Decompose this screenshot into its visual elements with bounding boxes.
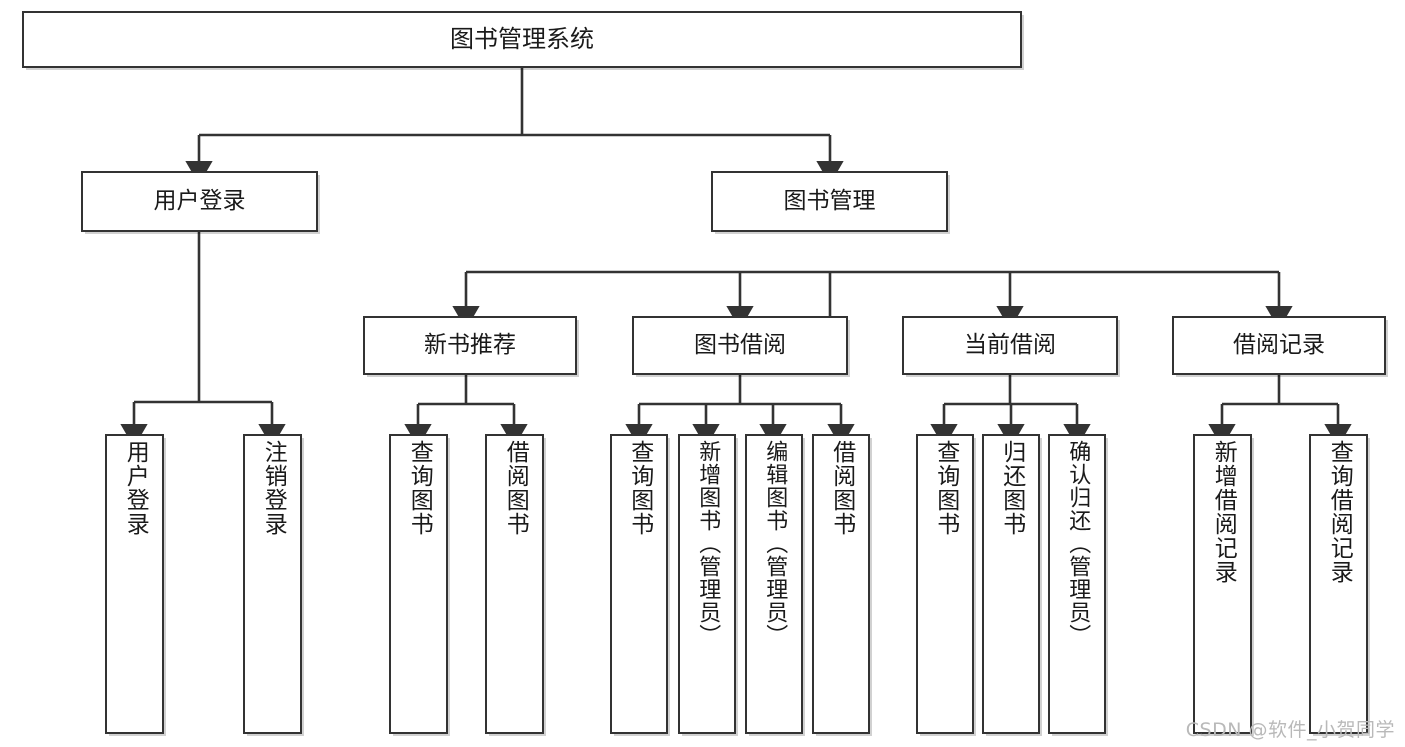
leaf-user-login-logout[interactable]: 注销登录: [243, 434, 302, 734]
leaf-new-book-borrow-books[interactable]: 借阅图书: [485, 434, 544, 734]
node-root-book-management-system[interactable]: 图书管理系统: [22, 11, 1022, 68]
node-label: 新书推荐: [424, 332, 516, 359]
leaf-new-book-query-books[interactable]: 查询图书: [389, 434, 448, 734]
node-label: 查询图书: [932, 440, 959, 536]
node-label: 用户登录: [153, 188, 246, 215]
leaf-borrow-record-add-record[interactable]: 新增借阅记录: [1193, 434, 1252, 734]
node-label: 查询图书: [406, 440, 433, 536]
node-label: 归还图书: [998, 440, 1025, 536]
node-label: 编辑图书（管理员）: [762, 440, 788, 647]
node-book-borrow[interactable]: 图书借阅: [632, 316, 848, 375]
node-label: 图书管理: [783, 188, 876, 215]
leaf-borrow-record-query-record[interactable]: 查询借阅记录: [1309, 434, 1368, 734]
node-label: 当前借阅: [964, 332, 1056, 359]
leaf-current-borrow-return-books[interactable]: 归还图书: [982, 434, 1040, 734]
node-book-management[interactable]: 图书管理: [711, 171, 948, 232]
node-label: 借阅图书: [828, 440, 855, 536]
node-user-login[interactable]: 用户登录: [81, 171, 318, 232]
node-label: 查询借阅记录: [1326, 440, 1353, 584]
node-borrow-record[interactable]: 借阅记录: [1172, 316, 1386, 375]
leaf-user-login-login[interactable]: 用户登录: [105, 434, 164, 734]
node-new-book-recommend[interactable]: 新书推荐: [363, 316, 577, 375]
node-label: 新增借阅记录: [1210, 440, 1237, 584]
node-label: 图书借阅: [694, 332, 786, 359]
node-label: 查询图书: [626, 440, 653, 536]
leaf-book-borrow-edit-book-admin[interactable]: 编辑图书（管理员）: [745, 434, 803, 734]
node-label: 注销登录: [260, 440, 287, 536]
node-current-borrow[interactable]: 当前借阅: [902, 316, 1118, 375]
leaf-book-borrow-add-book-admin[interactable]: 新增图书（管理员）: [678, 434, 736, 734]
node-label: 借阅记录: [1233, 332, 1325, 359]
leaf-current-borrow-confirm-return-admin[interactable]: 确认归还（管理员）: [1048, 434, 1106, 734]
node-label: 新增图书（管理员）: [695, 440, 721, 647]
node-label: 图书管理系统: [450, 24, 594, 53]
leaf-book-borrow-borrow-books[interactable]: 借阅图书: [812, 434, 870, 734]
node-label: 用户登录: [122, 440, 149, 536]
leaf-book-borrow-query-books[interactable]: 查询图书: [610, 434, 668, 734]
node-label: 确认归还（管理员）: [1065, 440, 1091, 647]
watermark-text: CSDN @软件_小贺同学: [1185, 719, 1395, 741]
leaf-current-borrow-query-books[interactable]: 查询图书: [916, 434, 974, 734]
node-label: 借阅图书: [502, 440, 529, 536]
